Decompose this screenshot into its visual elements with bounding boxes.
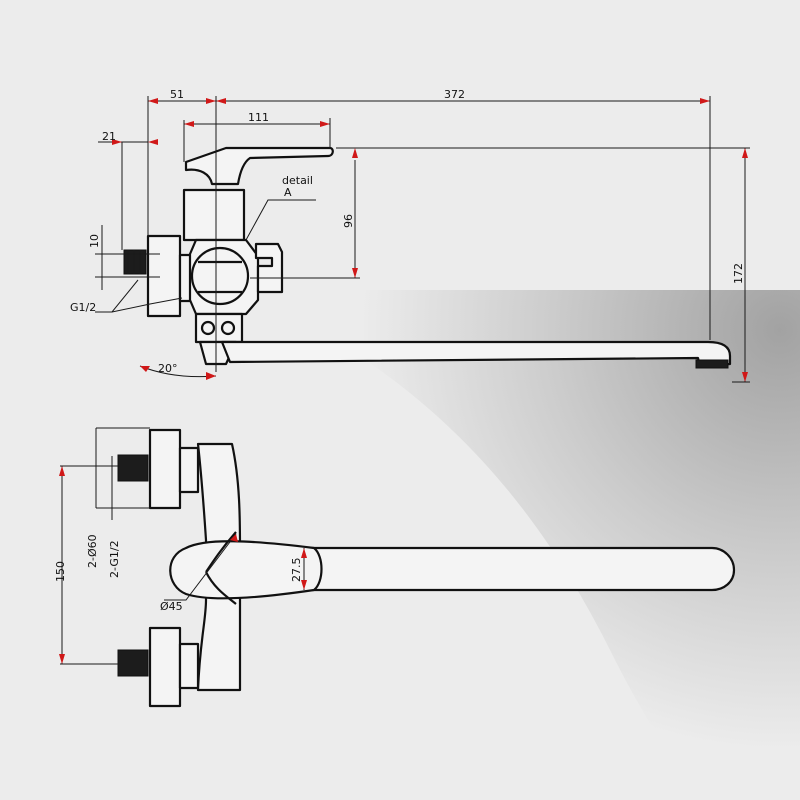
dim-diameter-label: 2-Ø60 xyxy=(86,534,99,568)
upper-nut xyxy=(178,446,200,494)
lever-handle xyxy=(184,146,334,186)
dim-total-height-label: 172 xyxy=(732,263,745,284)
angle-label: 20° xyxy=(158,362,178,375)
dim-width-label: 51 xyxy=(170,88,184,101)
thread-label: G1/2 xyxy=(70,301,96,314)
dim-spacing-label: 150 xyxy=(54,561,67,582)
dim-handle-width-label: 27.5 xyxy=(290,558,303,583)
dim-pin-label: 10 xyxy=(88,234,101,248)
body-neck xyxy=(182,188,246,242)
dim-top-offset-label: 21 xyxy=(102,130,116,143)
lower-nut xyxy=(178,642,200,690)
top-view xyxy=(59,427,736,708)
dim-height-label: 96 xyxy=(342,214,355,228)
background-shading xyxy=(236,290,800,800)
spout-top xyxy=(210,546,736,592)
lower-inlet-thread xyxy=(117,649,149,677)
diverter-knob xyxy=(254,242,284,294)
upper-inlet-thread xyxy=(117,454,149,482)
detail-label: detail xyxy=(282,174,313,187)
wall-flange xyxy=(146,234,182,318)
upper-flange xyxy=(148,428,182,510)
side-view xyxy=(95,96,750,383)
dim-spout-length-label: 372 xyxy=(444,88,465,101)
thread-count-label: 2-G1/2 xyxy=(108,540,121,578)
lower-flange xyxy=(148,626,182,708)
dim-body-diameter-label: Ø45 xyxy=(160,600,183,613)
detail-letter: A xyxy=(284,186,292,199)
dim-handle-length-label: 111 xyxy=(248,111,269,124)
lever-handle-top xyxy=(169,540,323,600)
